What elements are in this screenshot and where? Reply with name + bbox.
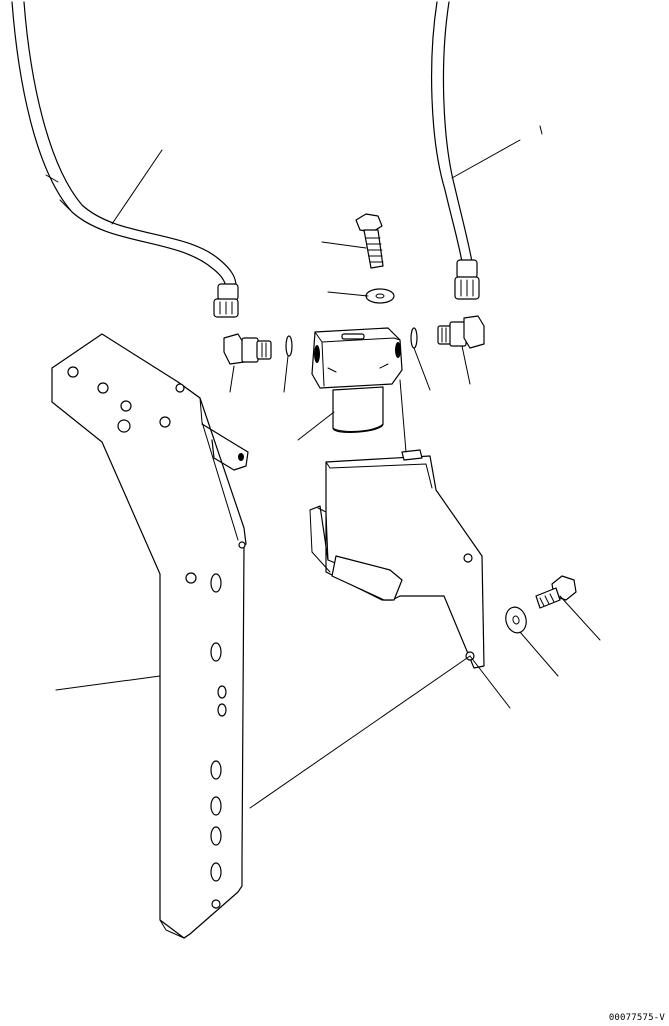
left-hose-fitting [213,283,239,318]
left-o-ring [285,335,293,357]
bracket-washer [505,606,527,634]
left-hose [11,1,239,318]
top-washer [365,288,395,304]
right-hose [431,1,480,300]
main-bracket [51,333,249,939]
drawing-code: 00077575-V [608,1013,665,1023]
valve-block [311,327,403,433]
left-elbow-fitting [223,333,272,365]
support-bracket [309,449,485,669]
bracket-bolt [535,575,577,609]
right-o-ring [410,327,418,349]
leader-tick [539,125,543,135]
leader-lines [55,139,601,809]
right-hose-fitting [454,259,480,300]
right-elbow-fitting [437,315,485,349]
top-bolt [355,213,384,269]
